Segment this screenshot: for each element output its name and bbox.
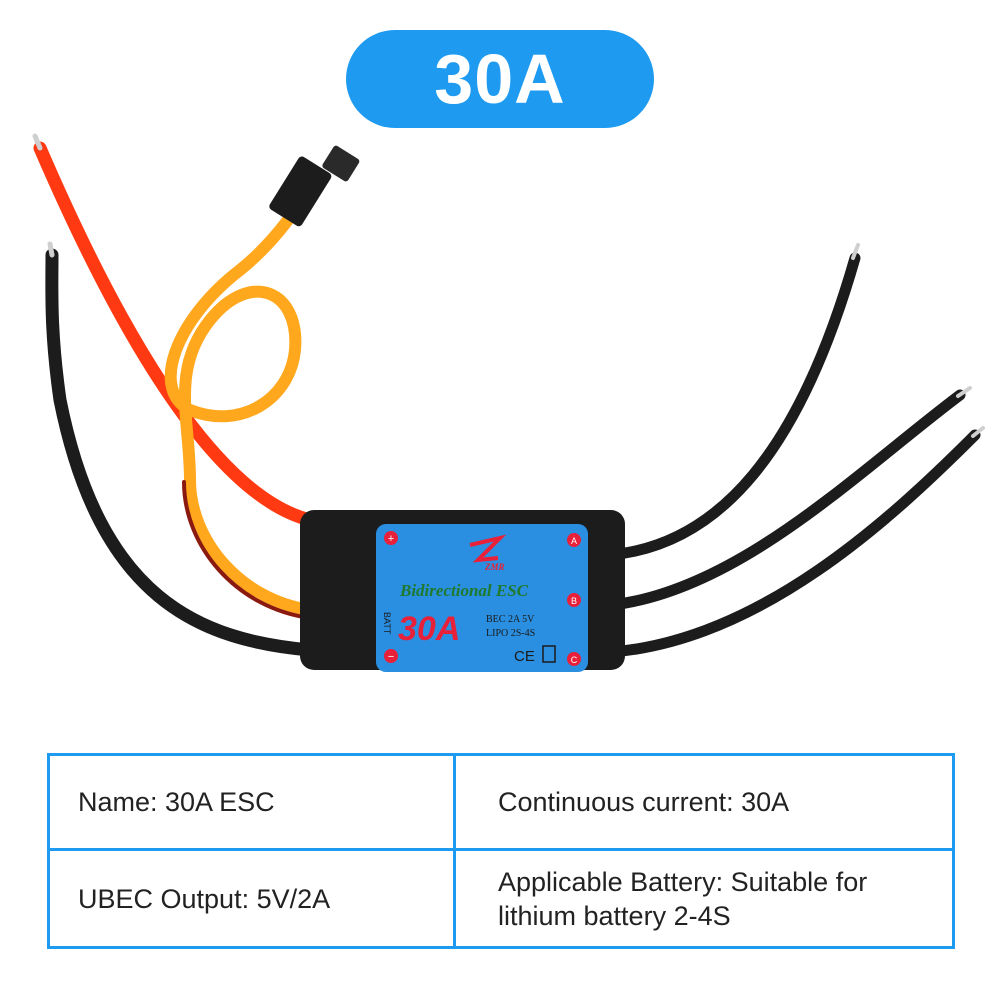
spec-table: Name: 30A ESC Continuous current: 30A UB… — [47, 753, 955, 949]
servo-connector — [269, 145, 360, 227]
lipo-spec-text: LIPO 2S-4S — [486, 628, 535, 639]
ce-mark: CE — [514, 648, 535, 665]
spec-name: Name: 30A ESC — [50, 756, 456, 851]
svg-text:+: + — [388, 533, 394, 545]
spec-continuous-current: Continuous current: 30A — [456, 756, 952, 851]
polarity-markers: + − A B C — [384, 531, 581, 666]
servo-lead — [164, 204, 316, 620]
svg-text:−: − — [388, 651, 394, 663]
esc-product-image: + − A B C ZMR Bidirectional ESC BATT 30A… — [32, 133, 985, 672]
weee-icon — [542, 645, 556, 663]
title-text: 30A — [434, 40, 566, 118]
zmr-logo: ZMR — [469, 534, 507, 572]
svg-text:C: C — [571, 655, 578, 665]
rating-text: 30A — [398, 610, 460, 648]
svg-text:ZMR: ZMR — [484, 562, 505, 572]
spec-ubec-output: UBEC Output: 5V/2A — [50, 851, 456, 946]
esc-label-panel — [376, 524, 588, 672]
title-badge: 30A — [346, 30, 654, 128]
batt-label: BATT — [382, 612, 392, 635]
spec-applicable-battery: Applicable Battery: Suitable for lithium… — [498, 866, 868, 931]
motor-wires — [604, 243, 985, 658]
product-line-text: Bidirectional ESC — [399, 581, 529, 600]
svg-text:A: A — [571, 536, 577, 546]
svg-text:B: B — [571, 596, 577, 606]
bec-spec-text: BEC 2A 5V — [486, 614, 535, 625]
